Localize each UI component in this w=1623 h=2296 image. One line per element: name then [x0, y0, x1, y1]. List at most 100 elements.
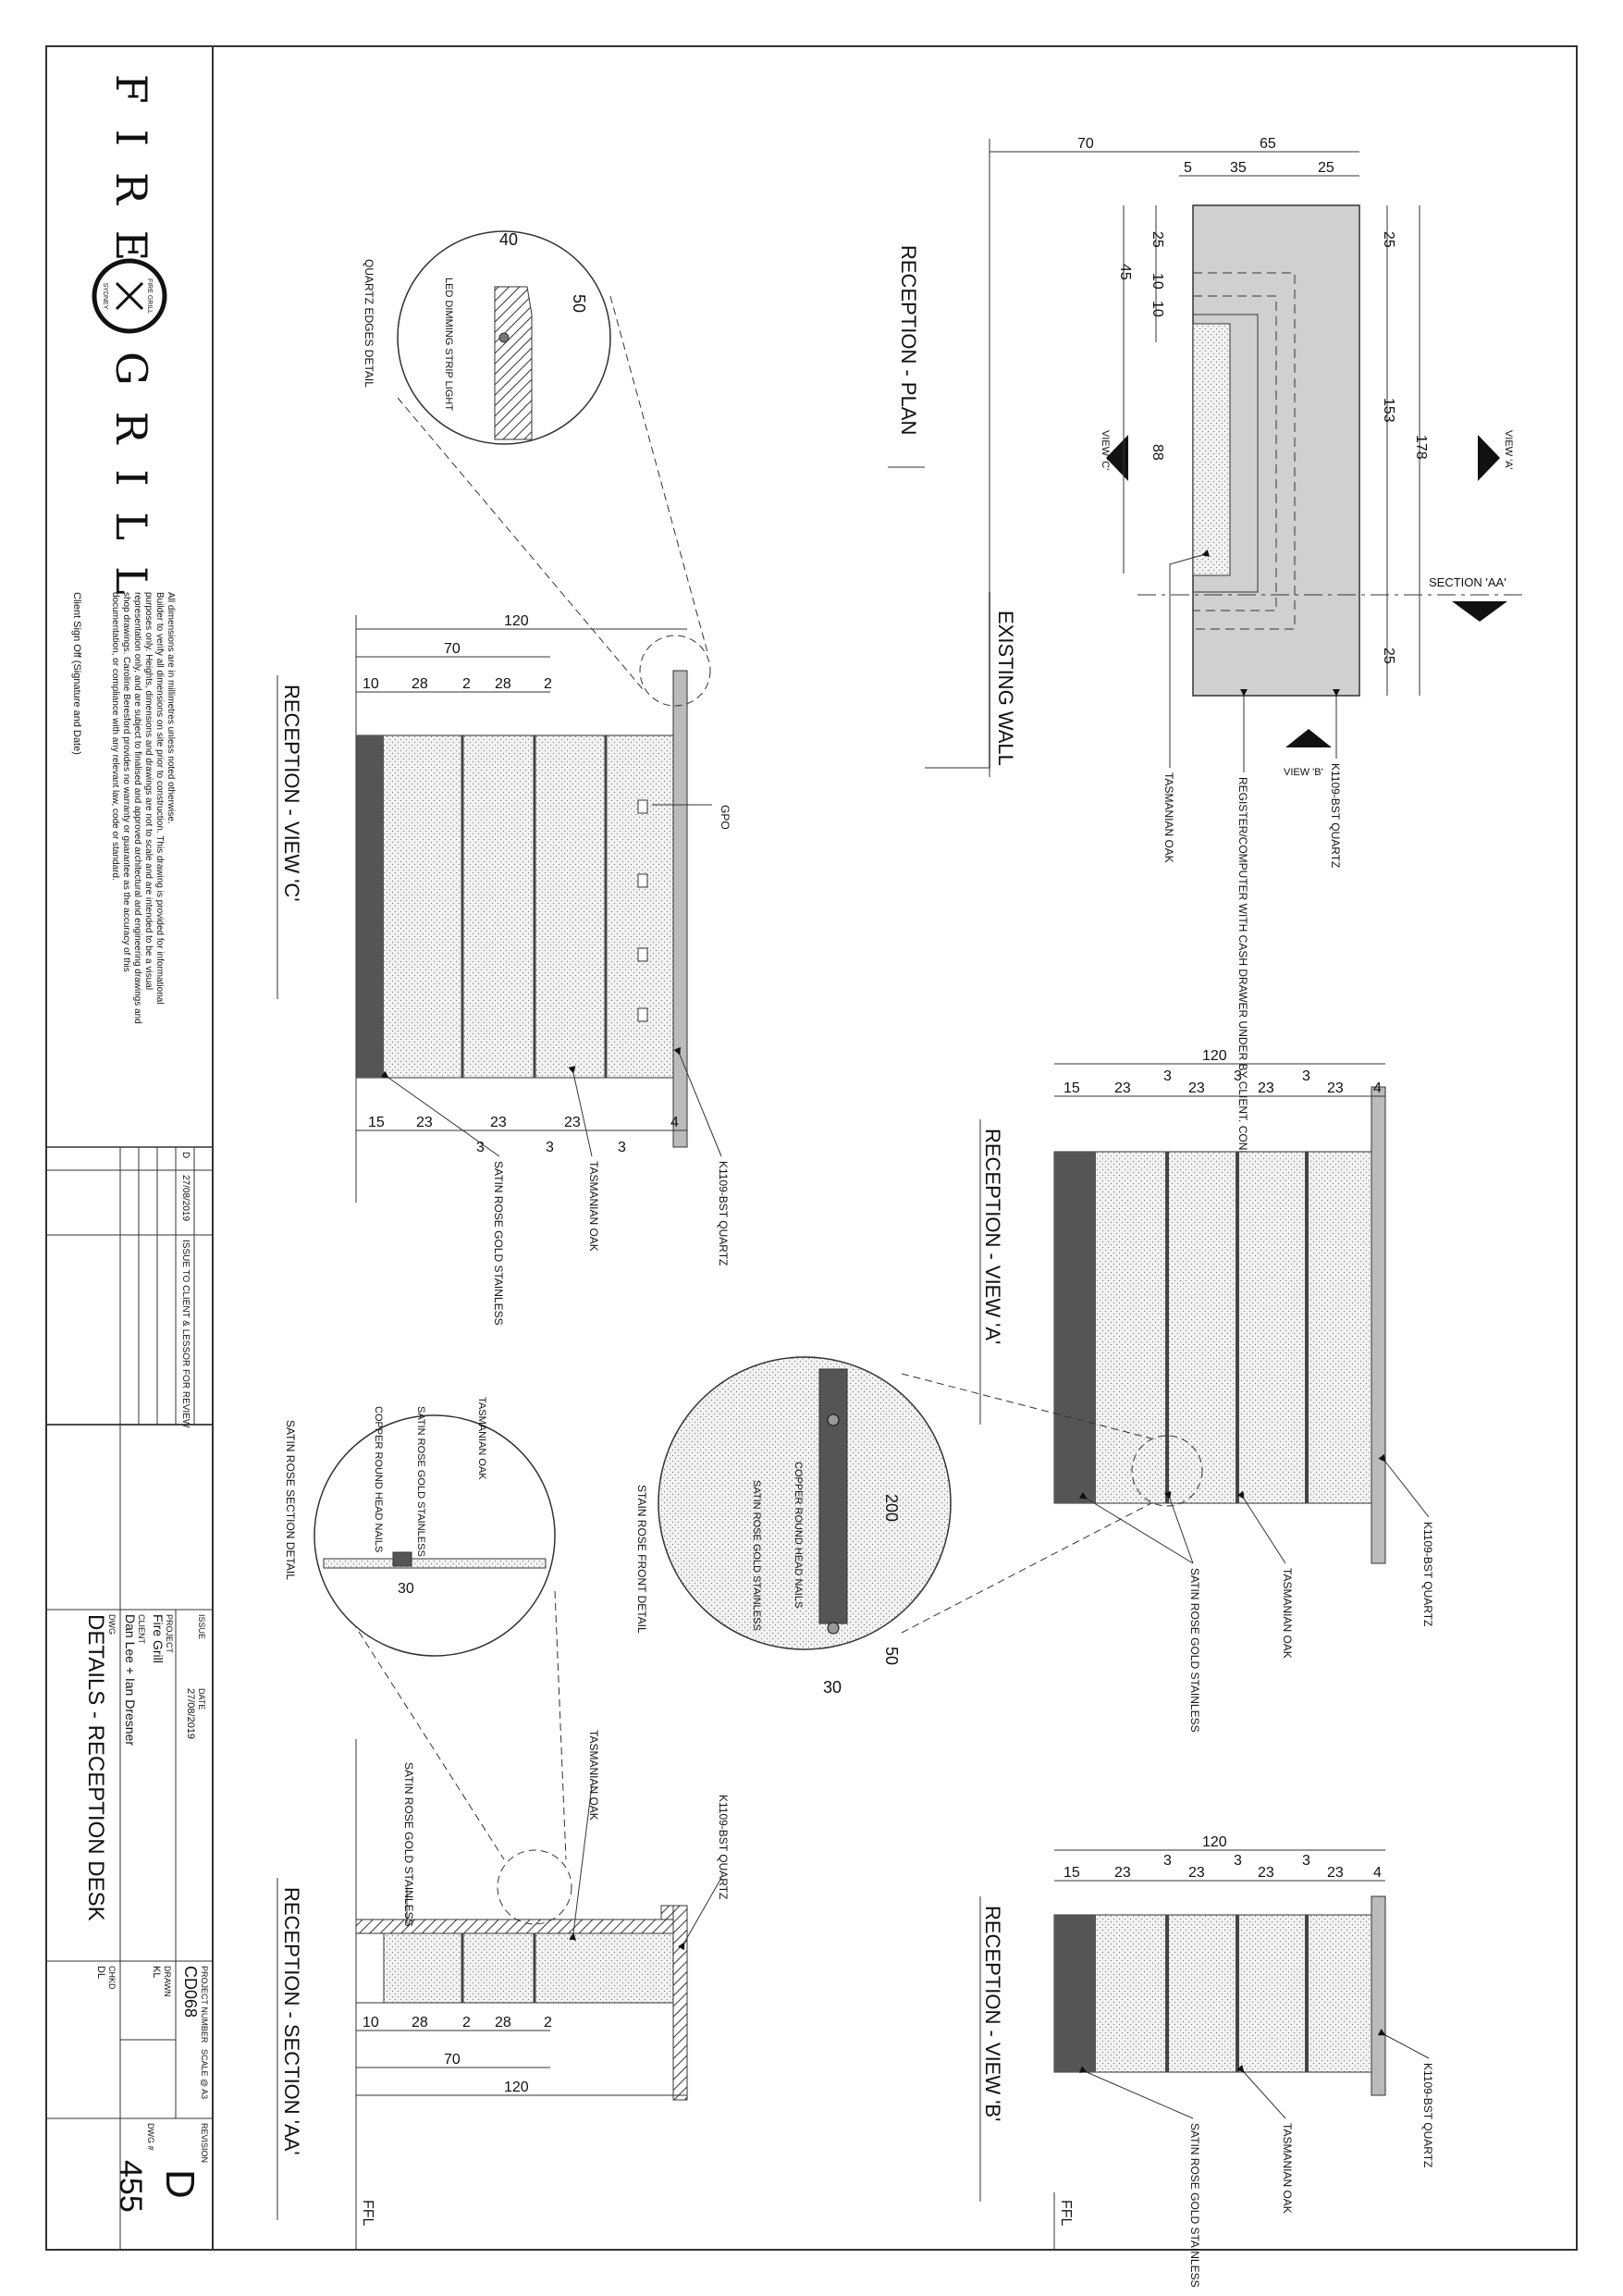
section-detail-circle — [314, 1414, 556, 1657]
edge-dim-40: 40 — [499, 230, 518, 249]
view-c-quartz-top — [672, 670, 688, 1148]
front-detail-strip — [818, 1368, 848, 1624]
gpo-callout: GPO — [719, 805, 732, 830]
dim-153: 153 — [1381, 398, 1396, 423]
view-c-dim-3c: 3 — [618, 1140, 626, 1155]
revision-code: D — [180, 1152, 191, 1158]
view-c-dim-2: 2 — [462, 676, 471, 692]
section-quartz-callout: K1109-BST QUARTZ — [717, 1795, 730, 1899]
section-detail-title: SATIN ROSE SECTION DETAIL — [284, 1420, 297, 1580]
view-a-title: RECEPTION - VIEW 'A' — [981, 1129, 1004, 1344]
view-b-oak-callout: TASMANIAN OAK — [1281, 2123, 1294, 2214]
project-number-label: PROJECT NUMBER — [200, 1966, 209, 2043]
logo-word-grill: GRILL — [106, 352, 156, 621]
view-c-dim-23c: 23 — [564, 1115, 581, 1130]
dwg-number-label: DWG # — [146, 2123, 155, 2151]
title-block: ISSUE DATE 27/08/2019 PROJECT Fire Grill… — [45, 1424, 214, 2251]
section-aa-arrow — [1452, 601, 1507, 622]
section-title: RECEPTION - SECTION 'AA' — [280, 1887, 303, 2155]
issue-label: ISSUE — [197, 1614, 206, 1639]
view-b-dim-23c: 23 — [1258, 1865, 1274, 1881]
dim-5: 5 — [1184, 160, 1192, 176]
view-c-dim-4: 4 — [670, 1115, 679, 1130]
dwg-label: DWG — [107, 1614, 117, 1635]
client-name: Dan Lee + Ian Dresner — [123, 1614, 138, 1746]
section-quartz-top — [672, 1905, 688, 2101]
chkd-label: CHKD — [107, 1966, 117, 1990]
client-label: CLIENT — [137, 1614, 146, 1645]
section-dim-28: 28 — [412, 2015, 428, 2031]
view-c-dim-120: 120 — [504, 613, 529, 629]
project-name: Fire Grill — [151, 1614, 166, 1663]
drawn-by: KL — [151, 1966, 162, 1978]
view-c-quartz-callout: K1109-BST QUARTZ — [717, 1161, 730, 1265]
view-c-label: VIEW 'C' — [1100, 430, 1111, 470]
revision-table: D 27/08/2019 ISSUE TO CLIENT & LESSOR FO… — [45, 1146, 214, 1428]
view-b-dim-4: 4 — [1373, 1865, 1382, 1881]
revision-date: 27/08/2019 — [180, 1175, 191, 1221]
view-c-satin-callout: SATIN ROSE GOLD STAINLESS — [492, 1161, 505, 1326]
section-satin-callout: SATIN ROSE GOLD STAINLESS — [402, 1762, 415, 1927]
drawn-label: DRAWN — [163, 1966, 172, 1997]
section-ffl: FFL — [360, 2200, 375, 2227]
view-c-dim-23: 23 — [416, 1115, 433, 1130]
front-detail-dim-200: 200 — [882, 1494, 901, 1522]
front-detail-dim-50: 50 — [882, 1647, 901, 1665]
view-c-oak-callout: TASMANIAN OAK — [587, 1161, 600, 1252]
revision-letter: D — [157, 2169, 203, 2199]
view-c-kick-top — [356, 735, 384, 1078]
view-a-dim-23b: 23 — [1188, 1080, 1205, 1096]
view-b-dim-23b: 23 — [1188, 1865, 1205, 1881]
front-detail-copper: COPPER ROUND HEAD NAILS — [793, 1462, 804, 1608]
view-c-dim-3: 3 — [476, 1140, 485, 1155]
view-a-dim-4: 4 — [1373, 1080, 1382, 1096]
view-c-dim-28b: 28 — [495, 676, 511, 692]
section-aa-label: SECTION 'AA' — [1429, 575, 1506, 589]
edge-dim-50: 50 — [570, 294, 588, 313]
view-a-label: VIEW 'A' — [1503, 430, 1514, 470]
note-line: documentation, or compliance with any re… — [110, 592, 120, 881]
view-b-satin-callout: SATIN ROSE GOLD STAINLESS — [1188, 2123, 1201, 2288]
note-line: representation only, and are subject to … — [132, 592, 142, 1024]
note-line: Builder to verify all dimensions on site… — [154, 592, 165, 1005]
project-number: CD068 — [181, 1966, 200, 2018]
dim-45: 45 — [1117, 264, 1133, 280]
section-dim-120: 120 — [504, 2080, 529, 2095]
view-b-quartz-top — [1371, 1895, 1386, 2096]
revision-label: REVISION — [200, 2123, 209, 2163]
view-b-dim-3c: 3 — [1302, 1853, 1310, 1869]
view-a-dim-15: 15 — [1064, 1080, 1080, 1096]
view-c-cabinet — [355, 734, 674, 1079]
section-dim-2b: 2 — [544, 2015, 552, 2031]
edge-detail-title: QUARTZ EDGES DETAIL — [363, 259, 375, 388]
scale-label: SCALE @ A3 — [200, 2049, 209, 2099]
view-b-dim-3: 3 — [1163, 1853, 1172, 1869]
view-c-dim-2b: 2 — [544, 676, 552, 692]
dim-70: 70 — [1077, 136, 1094, 152]
reception-view-b: 120 15 23 3 23 3 23 3 23 4 RECEPTION - V… — [979, 1834, 1434, 2288]
section-detail-satin: SATIN ROSE GOLD STAINLESS — [415, 1406, 426, 1557]
note-line: purposes only. Heights, dimensions and d… — [143, 592, 154, 990]
front-detail-title: STAIN ROSE FRONT DETAIL — [635, 1485, 648, 1634]
view-b-dim-15: 15 — [1064, 1865, 1080, 1881]
view-c-dim-10: 10 — [363, 676, 379, 692]
front-detail-satin: SATIN ROSE GOLD STAINLESS — [751, 1480, 762, 1631]
reception-section-aa: 10 28 2 28 2 70 120 FFL RECEPTION - SECT… — [277, 1397, 730, 2250]
reception-view-a: 120 15 23 3 23 3 23 3 23 4 RECEPTION - V… — [635, 1048, 1434, 1733]
view-b-cabinet — [1053, 1914, 1372, 2073]
revision-desc: ISSUE TO CLIENT & LESSOR FOR REVIEW — [180, 1240, 191, 1428]
note-line: shop drawings. Caroline Beresford provid… — [121, 592, 131, 972]
dim-35: 35 — [1230, 160, 1247, 176]
view-b-dim-3b: 3 — [1234, 1853, 1242, 1869]
plan-quartz-callout: K1109-BST QUARTZ — [1329, 763, 1342, 868]
view-a-dim-120: 120 — [1202, 1048, 1227, 1064]
view-c-title: RECEPTION - VIEW 'C' — [280, 685, 303, 902]
fork-icon — [115, 281, 144, 311]
date-label: DATE — [197, 1688, 206, 1710]
view-b-title: RECEPTION - VIEW 'B' — [981, 1906, 1004, 2121]
view-c-dim-3b: 3 — [546, 1140, 554, 1155]
view-a-quartz-callout: K1109-BST QUARTZ — [1421, 1522, 1434, 1626]
view-a-oak-callout: TASMANIAN OAK — [1281, 1568, 1294, 1659]
section-detail-copper: COPPER ROUND HEAD NAILS — [373, 1406, 384, 1552]
